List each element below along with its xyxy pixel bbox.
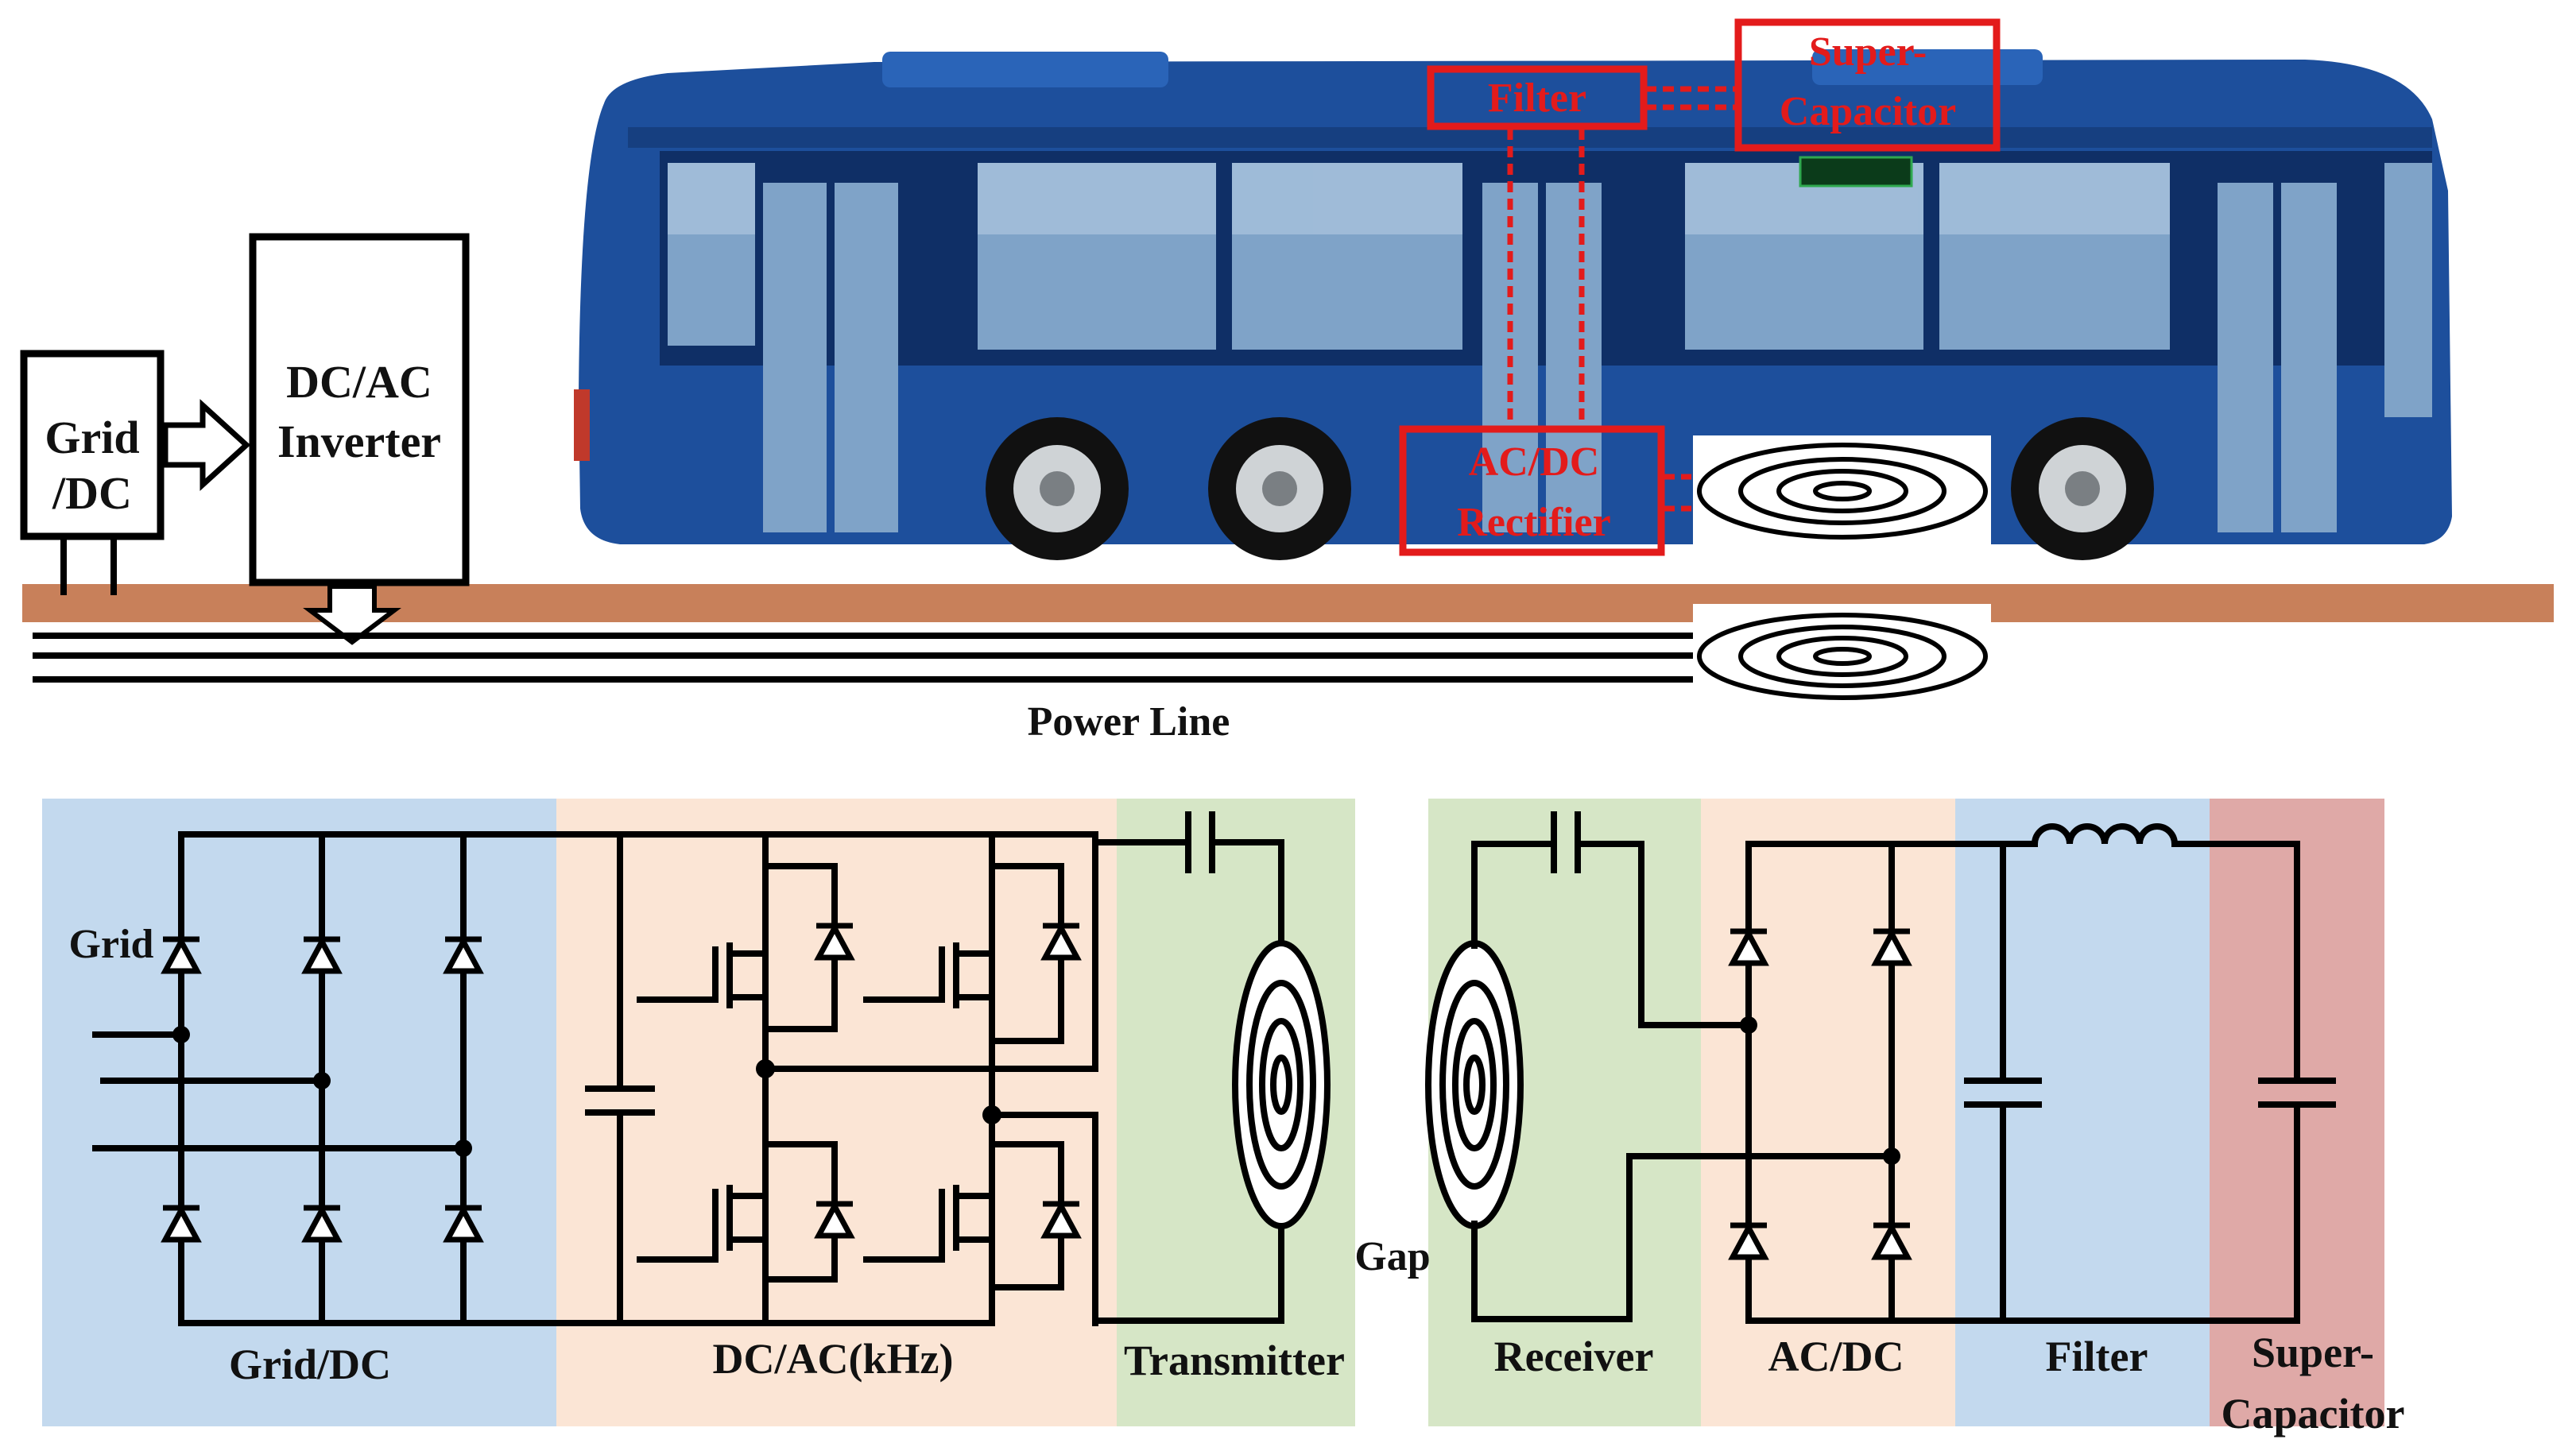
supercap-circuit bbox=[2258, 841, 2336, 1324]
section-label-receiver: Receiver bbox=[1494, 1333, 1654, 1380]
gap-label: Gap bbox=[1354, 1234, 1430, 1279]
road bbox=[22, 584, 2554, 622]
filter-circuit bbox=[1964, 823, 2300, 1324]
inductor-icon bbox=[2031, 823, 2179, 848]
dashed-connectors bbox=[1507, 86, 1737, 512]
bus-stripe bbox=[628, 127, 2432, 148]
section-bg-grid-dc bbox=[42, 799, 556, 1426]
top-filter-box: Filter bbox=[1427, 65, 1648, 130]
section-label-grid-dc: Grid/DC bbox=[229, 1341, 391, 1388]
top-grid-label-line1: Grid bbox=[45, 412, 139, 463]
section-label-supercap-line1: Super- bbox=[2252, 1329, 2374, 1376]
top-supercap-label-line1: Super- bbox=[1809, 29, 1927, 75]
section-label-transmitter: Transmitter bbox=[1124, 1337, 1345, 1384]
top-grid-box: Grid /DC bbox=[20, 350, 165, 595]
top-filter-label: Filter bbox=[1488, 75, 1586, 121]
top-inverter-label-line2: Inverter bbox=[277, 416, 441, 467]
receiver-circuit bbox=[1425, 811, 1895, 1322]
transmitter-circuit bbox=[1092, 811, 1331, 1324]
top-inverter-box: DC/AC Inverter bbox=[249, 233, 470, 586]
power-line-label: Power Line bbox=[1028, 699, 1230, 745]
grid-rectifier-circuit bbox=[92, 831, 1098, 1326]
section-label-dc-ac: DC/AC(kHz) bbox=[713, 1335, 954, 1383]
top-supercap-label-line2: Capacitor bbox=[1780, 89, 1956, 134]
top-rectifier-box: AC/DC Rectifier bbox=[1399, 425, 1665, 556]
section-label-filter: Filter bbox=[2046, 1333, 2148, 1380]
inverter-circuit bbox=[585, 831, 1098, 1326]
rear-light bbox=[574, 389, 590, 461]
section-label-ac-dc: AC/DC bbox=[1768, 1333, 1904, 1380]
bus-coil-icon bbox=[1693, 435, 1991, 547]
roof-unit bbox=[1812, 49, 2043, 85]
section-label-supercap-line2: Capacitor bbox=[2222, 1390, 2405, 1437]
top-supercap-box: Super- Capacitor bbox=[1734, 18, 2001, 152]
roof-unit bbox=[882, 52, 1168, 87]
section-backgrounds bbox=[42, 799, 2384, 1426]
arrow-down-icon bbox=[303, 584, 401, 645]
bus-wheels bbox=[986, 417, 2154, 560]
top-rectifier-label-line2: Rectifier bbox=[1457, 500, 1610, 545]
destination-display bbox=[1799, 156, 1913, 188]
transmitter-coil-icon bbox=[1232, 940, 1331, 1229]
top-grid-label-line2: /DC bbox=[52, 467, 132, 519]
receiver-rectifier-circuit bbox=[1728, 841, 2300, 1324]
arrow-right-icon bbox=[162, 399, 251, 491]
top-inverter-label-line1: DC/AC bbox=[286, 356, 432, 408]
top-rectifier-label-line1: AC/DC bbox=[1469, 439, 1600, 485]
power-line bbox=[33, 633, 1708, 683]
grid-input-label: Grid bbox=[69, 922, 154, 967]
bus-illustration bbox=[574, 49, 2452, 560]
receiver-coil-icon bbox=[1425, 940, 1524, 1229]
ground-coil-icon bbox=[1693, 604, 1991, 700]
